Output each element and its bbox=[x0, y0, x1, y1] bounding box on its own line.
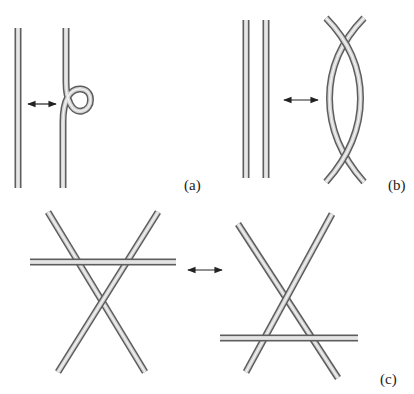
panel-label: (b) bbox=[388, 178, 406, 193]
strands-b-left bbox=[246, 20, 266, 178]
move-arrow bbox=[284, 99, 318, 100]
strands-c-left bbox=[30, 212, 176, 372]
strands-c-right bbox=[220, 214, 358, 378]
move-arrow bbox=[28, 103, 56, 104]
strand-a-loop bbox=[63, 28, 91, 188]
panel-label: (c) bbox=[380, 372, 397, 387]
strands-b-crossed bbox=[326, 18, 364, 182]
panel-label: (a) bbox=[184, 178, 201, 193]
move-arrow bbox=[188, 269, 222, 270]
strand-a-left bbox=[18, 28, 19, 188]
